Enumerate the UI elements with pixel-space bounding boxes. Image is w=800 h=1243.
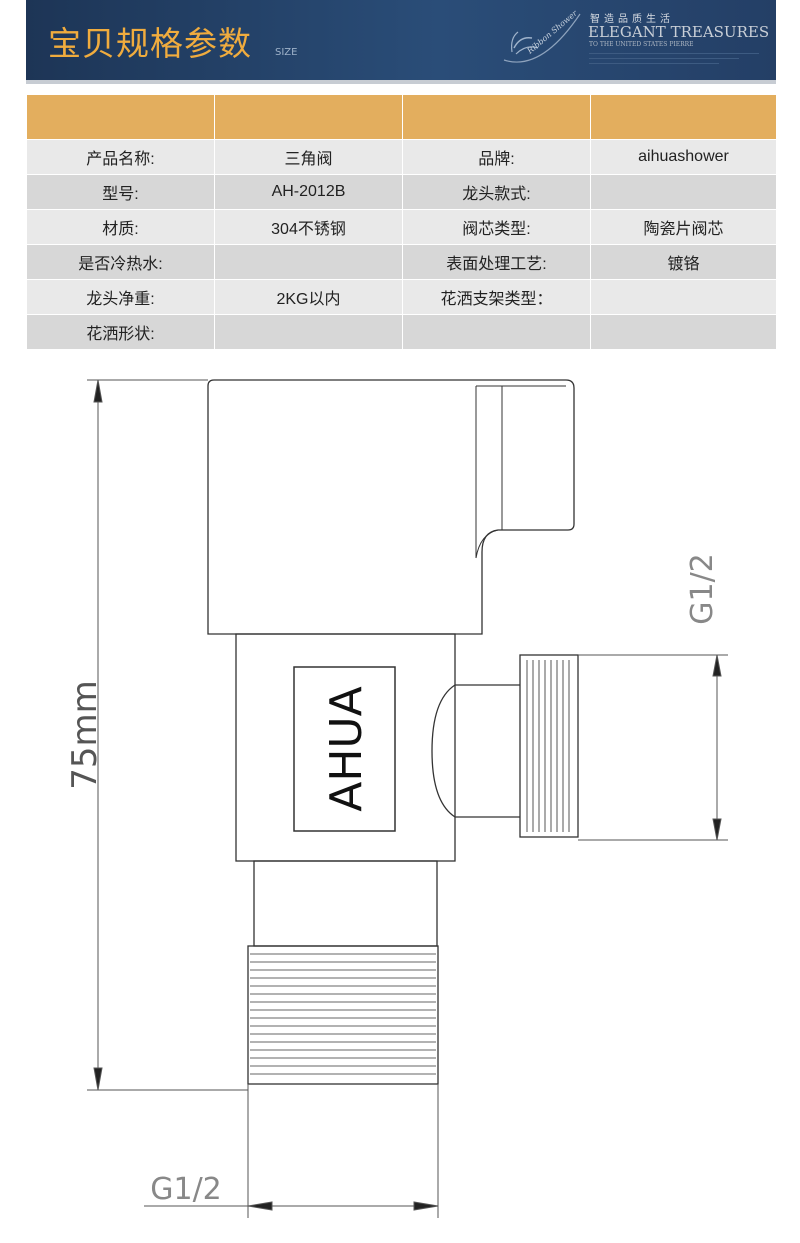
brand-slogan-cn: 智造品质生活 <box>590 14 674 25</box>
header-cell <box>590 94 777 140</box>
page-title: 宝贝规格参数 <box>48 24 252 63</box>
spec-value <box>214 314 403 350</box>
arrow-left-icon <box>247 1201 273 1211</box>
header-cell <box>26 94 215 140</box>
bottom-thread-label: G1/2 <box>150 1172 222 1207</box>
valve-technical-drawing: 75mm G1/2 G1/2 AHUA <box>65 379 728 1218</box>
handle-inner-outline <box>475 386 499 559</box>
arrow-right-icon <box>413 1201 439 1211</box>
brand-divider <box>589 63 719 64</box>
spec-label: 产品名称: <box>26 139 215 175</box>
bottom-thread <box>247 945 439 1085</box>
spec-label <box>402 314 591 350</box>
spec-value <box>590 314 777 350</box>
spec-value: 304不锈钢 <box>214 209 403 245</box>
size-label: SIZE <box>275 47 298 58</box>
table-row: 型号: AH-2012B 龙头款式: <box>26 174 777 210</box>
spec-value <box>214 244 403 280</box>
arrow-up-icon <box>93 379 103 403</box>
spec-value: AH-2012B <box>214 174 403 210</box>
brand-divider <box>589 58 739 59</box>
header-banner: 宝贝规格参数 SIZE Ribbon Shower 智造品质生活 ELEGANT… <box>26 0 776 80</box>
side-outlet <box>431 684 520 818</box>
spec-label: 龙头款式: <box>402 174 591 210</box>
table-row: 龙头净重: 2KG以内 花洒支架类型： <box>26 279 777 315</box>
spec-label: 品牌: <box>402 139 591 175</box>
arrow-down-icon <box>93 1067 103 1091</box>
header-cell <box>402 94 591 140</box>
spec-value: 陶瓷片阀芯 <box>590 209 777 245</box>
spec-label: 是否冷热水: <box>26 244 215 280</box>
brand-subtitle: TO THE UNITED STATES PIERRE <box>589 41 694 48</box>
banner-underline <box>26 80 776 84</box>
valve-handle <box>207 379 575 635</box>
table-row: 花洒形状: <box>26 314 777 350</box>
spec-value: 2KG以内 <box>214 279 403 315</box>
side-thread <box>519 654 579 838</box>
arrow-down-icon <box>712 818 722 841</box>
table-row: 是否冷热水: 表面处理工艺: 镀铬 <box>26 244 777 280</box>
handle-groove <box>476 385 566 530</box>
logo-text: Ribbon Shower <box>525 8 580 56</box>
brand-slogan-en: ELEGANT TREASURES <box>588 23 770 41</box>
spec-label: 阀芯类型: <box>402 209 591 245</box>
spec-value <box>590 279 777 315</box>
spec-label: 型号: <box>26 174 215 210</box>
spec-value: aihuashower <box>590 139 777 175</box>
spec-label: 花洒支架类型： <box>402 279 591 315</box>
height-dimension-label: 75mm <box>65 680 105 790</box>
side-thread-label: G1/2 <box>685 553 720 625</box>
spec-value: 三角阀 <box>214 139 403 175</box>
lower-neck <box>253 860 438 947</box>
spec-value: 镀铬 <box>590 244 777 280</box>
spec-label: 表面处理工艺: <box>402 244 591 280</box>
side-thread-lines <box>526 660 570 832</box>
spec-label: 龙头净重: <box>26 279 215 315</box>
table-row: 材质: 304不锈钢 阀芯类型: 陶瓷片阀芯 <box>26 209 777 245</box>
table-row: 产品名称: 三角阀 品牌: aihuashower <box>26 139 777 175</box>
table-header-row <box>26 94 777 140</box>
spec-label: 材质: <box>26 209 215 245</box>
bottom-thread-lines <box>250 953 436 1075</box>
brand-plate <box>293 666 396 832</box>
spec-label: 花洒形状: <box>26 314 215 350</box>
spec-table: 产品名称: 三角阀 品牌: aihuashower 型号: AH-2012B 龙… <box>26 94 777 350</box>
brand-mark: AHUA <box>321 686 372 812</box>
arrow-up-icon <box>712 654 722 677</box>
brand-divider <box>589 53 759 54</box>
header-cell <box>214 94 403 140</box>
spec-value <box>590 174 777 210</box>
brand-logo: Ribbon Shower <box>503 8 581 63</box>
